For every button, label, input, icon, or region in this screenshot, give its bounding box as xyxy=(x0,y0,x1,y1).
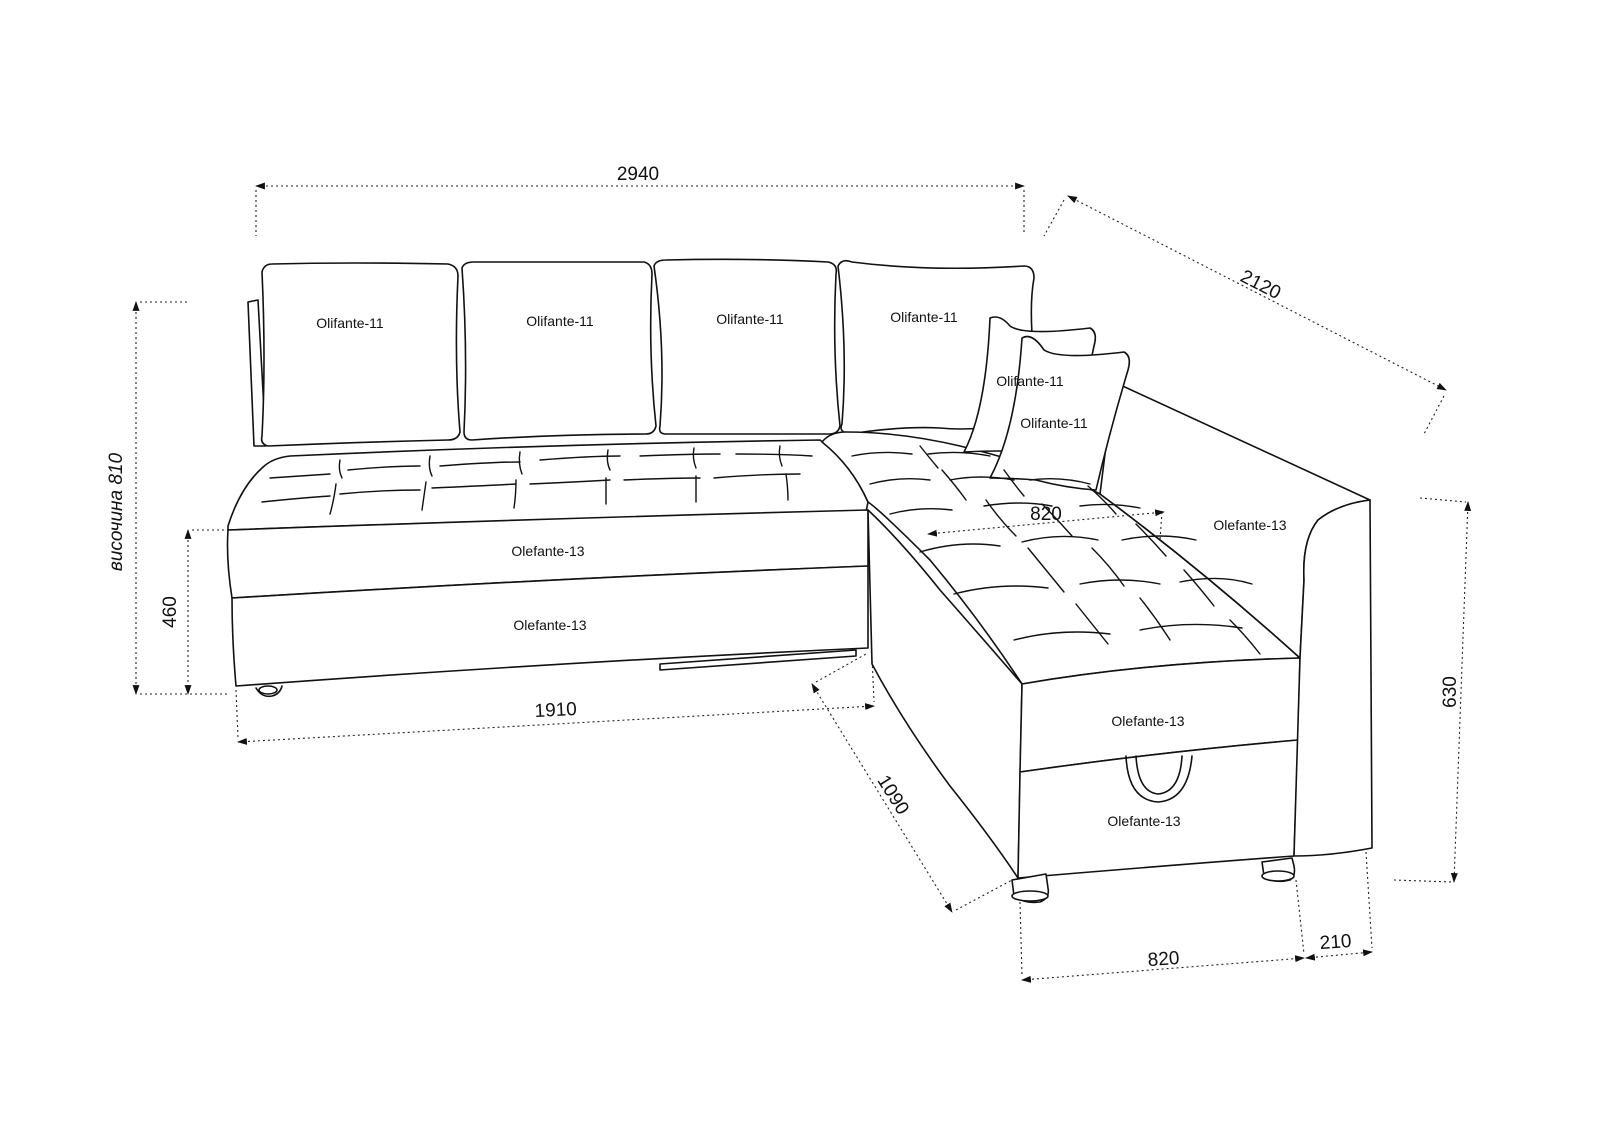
seat-depth-bottom-label: 820 xyxy=(1147,948,1180,971)
back-cushion-1 xyxy=(260,262,461,447)
sofa-drawing xyxy=(226,258,1373,904)
ext-line-armrest-height-bottom xyxy=(1393,879,1453,883)
left-seat-tufting xyxy=(261,445,813,515)
drawer-handle-inner xyxy=(1135,755,1183,795)
armrest-fabric-label: Olefante-13 xyxy=(1213,517,1286,533)
height-label: височина 810 xyxy=(106,453,127,572)
ext-line-return-depth-bottom xyxy=(955,879,1013,911)
return-depth-label: 1090 xyxy=(873,772,913,819)
right-foot-2-disc xyxy=(1261,870,1295,882)
dimension-lines xyxy=(132,182,1472,983)
back-cushion-2 xyxy=(461,261,657,441)
dim-line-left-section xyxy=(237,703,875,745)
left-base xyxy=(231,565,869,687)
corner-depth-label: 2120 xyxy=(1237,266,1284,304)
drawer-handle xyxy=(1125,755,1193,803)
right-seat-front-fabric-label: Olefante-13 xyxy=(1111,713,1184,729)
pillow-1-fabric-label: Olifante-11 xyxy=(996,373,1064,389)
ext-line-armrest-width-right xyxy=(1365,851,1373,949)
ext-line-corner-depth-bottom xyxy=(1423,395,1445,435)
left-foot xyxy=(255,685,283,698)
dim-line-seat-depth-bottom xyxy=(1021,955,1305,983)
ext-line-seat-depth-bottom-left xyxy=(1019,901,1023,977)
left-seat-front-fabric-label: Olefante-13 xyxy=(511,543,584,559)
left-base-fabric-label: Olefante-13 xyxy=(513,617,586,633)
cushion-3-fabric-label: Olifante-11 xyxy=(716,311,784,327)
cushion-4-fabric-label: Olifante-11 xyxy=(890,309,958,325)
total-width-label: 2940 xyxy=(617,164,659,185)
right-base-fabric-label: Olefante-13 xyxy=(1107,813,1180,829)
left-section-length-label: 1910 xyxy=(534,699,577,722)
ext-line-seat-depth-bottom-right xyxy=(1295,879,1305,955)
armrest-height-label: 630 xyxy=(1440,676,1461,708)
armrest-width-label: 210 xyxy=(1319,931,1352,954)
dim-line-armrest-height xyxy=(1450,501,1472,883)
ext-line-armrest-height-top xyxy=(1419,497,1467,503)
seat-depth-top-label: 820 xyxy=(1030,504,1062,525)
cushion-2-fabric-label: Olifante-11 xyxy=(526,313,594,329)
fabric-labels: Olifante-11 Olifante-11 Olifante-11 Olif… xyxy=(316,309,1287,829)
left-foot-disc xyxy=(258,685,278,695)
cushion-1-fabric-label: Olifante-11 xyxy=(316,315,384,331)
dim-line-corner-depth xyxy=(1067,195,1447,391)
left-drawer-slot xyxy=(659,649,857,671)
ext-line-corner-depth-top xyxy=(1043,199,1065,237)
ext-line-left-section-left xyxy=(235,689,239,739)
armrest-front xyxy=(1293,499,1373,857)
right-foot-1-disc xyxy=(1011,890,1049,902)
seat-height-label: 460 xyxy=(160,596,181,628)
dim-line-armrest-width xyxy=(1305,949,1373,961)
pillow-2-fabric-label: Olifante-11 xyxy=(1020,415,1088,431)
back-cushion-3 xyxy=(653,258,841,435)
